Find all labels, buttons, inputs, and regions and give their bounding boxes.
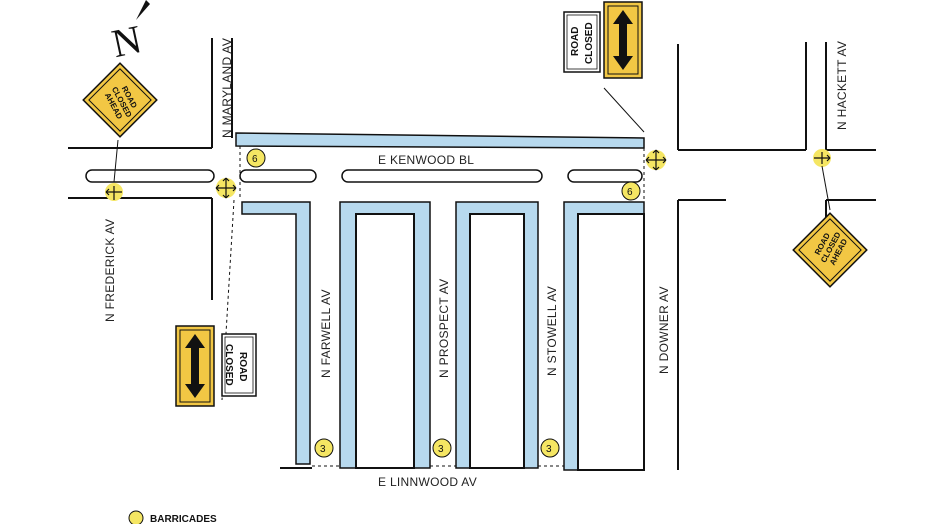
barricade-marker-kenwood-west: 6 xyxy=(246,148,266,168)
detour-cross-icon xyxy=(645,149,667,171)
north-arrow-icon xyxy=(136,0,150,20)
barricade-marker-farwell: 3 xyxy=(314,438,334,458)
closed-roads xyxy=(235,132,645,471)
svg-text:3: 3 xyxy=(546,444,552,455)
barricade-marker-prospect: 3 xyxy=(432,438,452,458)
svg-text:6: 6 xyxy=(627,187,633,198)
road-closed-sign-bottom: ROAD CLOSED xyxy=(221,333,257,397)
farwell-closure xyxy=(241,201,311,465)
legend: BARRICADES xyxy=(128,510,217,524)
stowell-closure xyxy=(563,201,645,471)
svg-text:ROAD: ROAD xyxy=(570,27,581,56)
kenwood-closure xyxy=(235,132,645,149)
barricade-marker-kenwood-east: 6 xyxy=(621,181,641,201)
detour-arrow-icon xyxy=(105,183,123,201)
legend-label: BARRICADES xyxy=(150,514,217,524)
two-way-arrow-panel-top xyxy=(603,1,643,79)
street-n-downer: N DOWNER AV xyxy=(657,286,671,374)
two-way-arrow-panel-bottom xyxy=(175,325,215,407)
detour-arrow-icon xyxy=(813,149,831,167)
road-closed-ahead-sign-east: ROAD CLOSED AHEAD xyxy=(792,212,868,288)
kenwood-medians xyxy=(85,169,643,183)
street-e-kenwood: E KENWOOD BL xyxy=(378,153,474,167)
barricade-legend-swatch xyxy=(128,510,144,524)
street-n-hackett: N HACKETT AV xyxy=(835,41,849,130)
road-closed-ahead-sign-west: ROAD CLOSED AHEAD xyxy=(82,62,158,138)
prospect-west-closure xyxy=(339,201,431,469)
street-n-farwell: N FARWELL AV xyxy=(319,289,333,378)
north-letter: N xyxy=(108,16,146,66)
svg-text:CLOSED: CLOSED xyxy=(223,344,234,386)
detour-cross-icon xyxy=(215,177,237,199)
svg-text:CLOSED: CLOSED xyxy=(584,22,595,64)
svg-text:3: 3 xyxy=(438,444,444,455)
svg-text:ROAD: ROAD xyxy=(237,352,248,381)
double-arrow-icon xyxy=(185,334,205,398)
north-arrow: N xyxy=(108,0,150,66)
street-n-frederick: N FREDERICK AV xyxy=(103,219,117,322)
block-prospect-east xyxy=(469,213,525,469)
barricade-marker-stowell: 3 xyxy=(540,438,560,458)
block-stowell xyxy=(577,213,645,471)
block-prospect-west xyxy=(355,213,415,469)
svg-text:3: 3 xyxy=(320,444,326,455)
street-e-linnwood: E LINNWOOD AV xyxy=(378,475,477,489)
street-n-stowell: N STOWELL AV xyxy=(545,286,559,376)
prospect-east-closure xyxy=(455,201,539,469)
street-n-maryland: N MARYLAND AV xyxy=(220,38,234,138)
double-arrow-icon xyxy=(613,10,633,70)
road-closed-sign-top: ROAD CLOSED xyxy=(563,11,601,73)
street-n-prospect: N PROSPECT AV xyxy=(437,279,451,378)
svg-text:6: 6 xyxy=(252,154,258,165)
